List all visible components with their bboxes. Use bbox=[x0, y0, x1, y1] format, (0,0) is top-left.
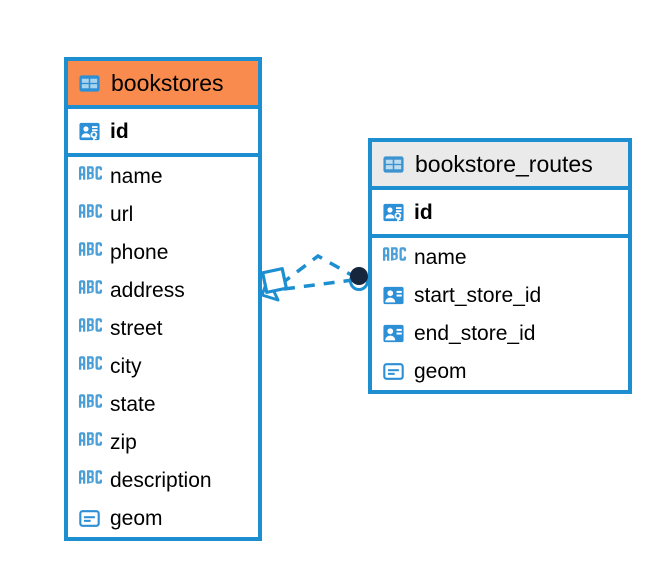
foreign-key-icon bbox=[382, 322, 405, 345]
abc-text-icon bbox=[78, 165, 103, 188]
attribute-row-phone[interactable]: phone bbox=[68, 233, 258, 271]
entity-title: bookstores bbox=[111, 69, 224, 96]
attribute-row-city[interactable]: city bbox=[68, 347, 258, 385]
attribute-row-description[interactable]: description bbox=[68, 461, 258, 499]
abc-text-icon bbox=[78, 355, 103, 378]
foreign-key-icon bbox=[382, 284, 405, 307]
entity-table-bookstores[interactable]: bookstores id bbox=[64, 57, 262, 541]
attribute-label: geom bbox=[414, 359, 467, 383]
attribute-label: city bbox=[110, 354, 142, 378]
attribute-row-zip[interactable]: zip bbox=[68, 423, 258, 461]
abc-text-icon bbox=[78, 317, 103, 340]
attribute-label: address bbox=[110, 278, 185, 302]
attribute-label: description bbox=[110, 468, 212, 492]
attribute-label: url bbox=[110, 202, 134, 226]
attribute-row-id[interactable]: id bbox=[372, 190, 628, 234]
abc-text-icon bbox=[78, 241, 103, 264]
entity-title: bookstore_routes bbox=[415, 150, 593, 177]
attribute-label: id bbox=[414, 200, 433, 224]
attribute-label: id bbox=[110, 119, 129, 143]
attribute-row-geom[interactable]: geom bbox=[372, 352, 628, 390]
entity-header-bookstore-routes[interactable]: bookstore_routes bbox=[372, 142, 628, 190]
attribute-label: street bbox=[110, 316, 163, 340]
table-grid-icon bbox=[382, 153, 405, 176]
attribute-row-street[interactable]: street bbox=[68, 309, 258, 347]
attribute-row-end-store-id[interactable]: end_store_id bbox=[372, 314, 628, 352]
relationship-line-upper bbox=[279, 253, 356, 286]
attribute-label: end_store_id bbox=[414, 321, 536, 345]
attribute-row-name[interactable]: name bbox=[68, 157, 258, 195]
abc-text-icon bbox=[78, 469, 103, 492]
attribute-label: name bbox=[414, 245, 467, 269]
attribute-row-address[interactable]: address bbox=[68, 271, 258, 309]
attribute-row-state[interactable]: state bbox=[68, 385, 258, 423]
abc-text-icon bbox=[78, 279, 103, 302]
primary-key-icon bbox=[382, 201, 405, 224]
geometry-icon bbox=[382, 360, 405, 383]
attribute-label: start_store_id bbox=[414, 283, 542, 307]
attribute-row-id[interactable]: id bbox=[68, 109, 258, 153]
primary-key-divider bbox=[68, 153, 258, 157]
entity-header-bookstores[interactable]: bookstores bbox=[68, 61, 258, 109]
abc-text-icon bbox=[78, 431, 103, 454]
entity-table-bookstore-routes[interactable]: bookstore_routes id bbox=[368, 138, 632, 394]
table-grid-icon bbox=[78, 72, 101, 95]
primary-key-divider bbox=[372, 234, 628, 238]
attribute-label: geom bbox=[110, 506, 163, 530]
relationship-diamond-marker bbox=[260, 267, 288, 302]
abc-text-icon bbox=[78, 203, 103, 226]
primary-key-icon bbox=[78, 120, 101, 143]
attribute-label: zip bbox=[110, 430, 137, 454]
abc-text-icon bbox=[78, 393, 103, 416]
relationship-line-lower bbox=[283, 278, 354, 291]
attribute-label: name bbox=[110, 164, 163, 188]
geometry-icon bbox=[78, 507, 101, 530]
attribute-row-geom[interactable]: geom bbox=[68, 499, 258, 537]
attribute-row-name[interactable]: name bbox=[372, 238, 628, 276]
attribute-label: phone bbox=[110, 240, 169, 264]
relationship-endpoint-marker bbox=[349, 267, 369, 291]
abc-text-icon bbox=[382, 246, 407, 269]
attribute-row-url[interactable]: url bbox=[68, 195, 258, 233]
attribute-row-start-store-id[interactable]: start_store_id bbox=[372, 276, 628, 314]
attribute-label: state bbox=[110, 392, 156, 416]
